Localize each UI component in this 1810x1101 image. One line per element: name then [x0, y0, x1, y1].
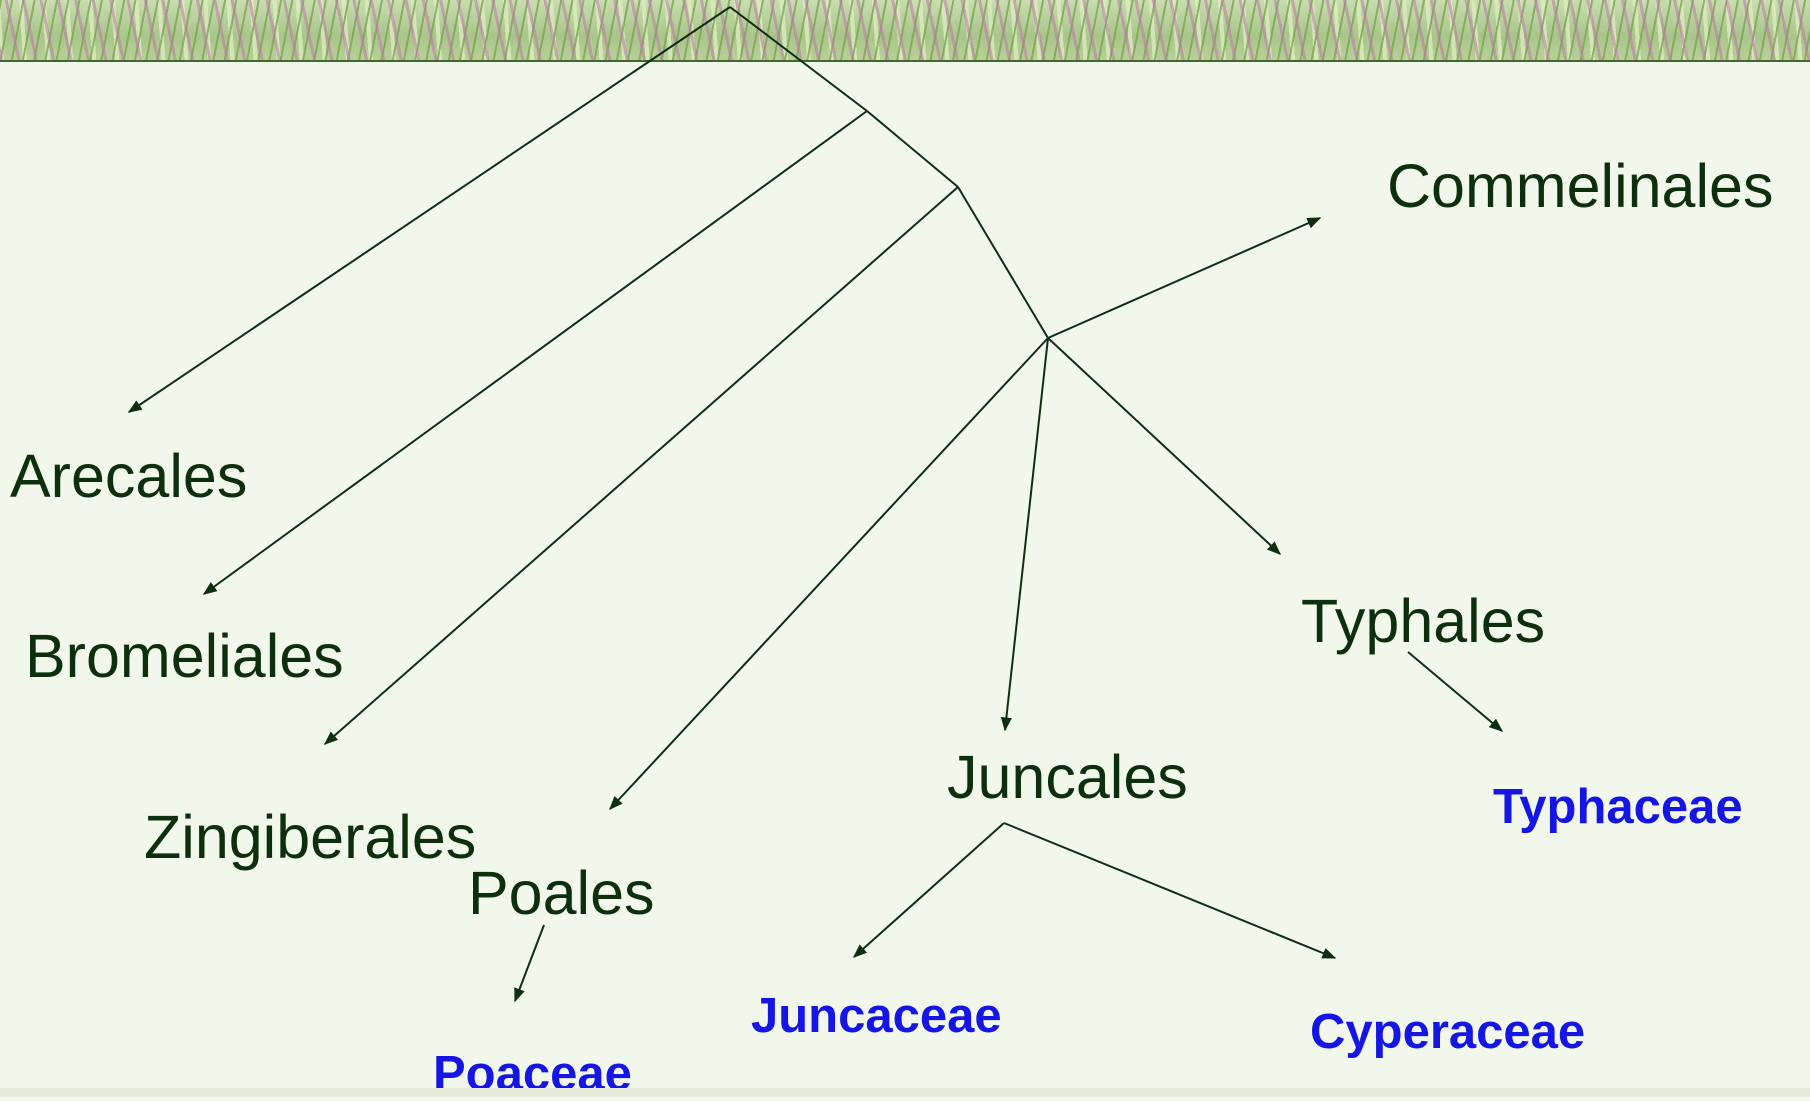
branch-root-to-node1 — [729, 6, 868, 112]
arrow-to-poaceae — [514, 924, 545, 1003]
order-label-arecales: Arecales — [10, 442, 248, 510]
order-label-commelinales: Commelinales — [1387, 152, 1774, 220]
family-label-juncaceae: Juncaceae — [751, 989, 1002, 1043]
arrow-to-juncaceae — [852, 822, 1005, 958]
bottom-strip — [0, 1088, 1810, 1097]
arrow-to-bromeliales — [202, 110, 868, 595]
arrow-to-cyperaceae — [1003, 822, 1337, 959]
order-label-juncales: Juncales — [947, 743, 1188, 811]
branch-node1-to-node2 — [866, 110, 959, 188]
arrow-to-juncales — [1000, 337, 1049, 732]
arrow-to-typhaceae — [1407, 651, 1504, 732]
order-label-poales: Poales — [468, 859, 655, 927]
arrow-to-zingiberales — [323, 186, 959, 745]
grass-banner-image — [0, 0, 1810, 62]
family-label-cyperaceae: Cyperaceae — [1310, 1005, 1586, 1059]
order-label-zingiberales: Zingiberales — [144, 803, 477, 871]
arrow-to-typhales — [1047, 337, 1282, 555]
branch-node2-to-node3 — [957, 186, 1049, 339]
arrow-to-commelinales — [1047, 217, 1322, 339]
arrow-to-poales — [609, 337, 1049, 811]
arrow-to-arecales — [127, 6, 731, 413]
order-label-bromeliales: Bromeliales — [25, 622, 344, 690]
order-label-typhales: Typhales — [1301, 587, 1546, 655]
family-label-typhaceae: Typhaceae — [1493, 780, 1743, 834]
